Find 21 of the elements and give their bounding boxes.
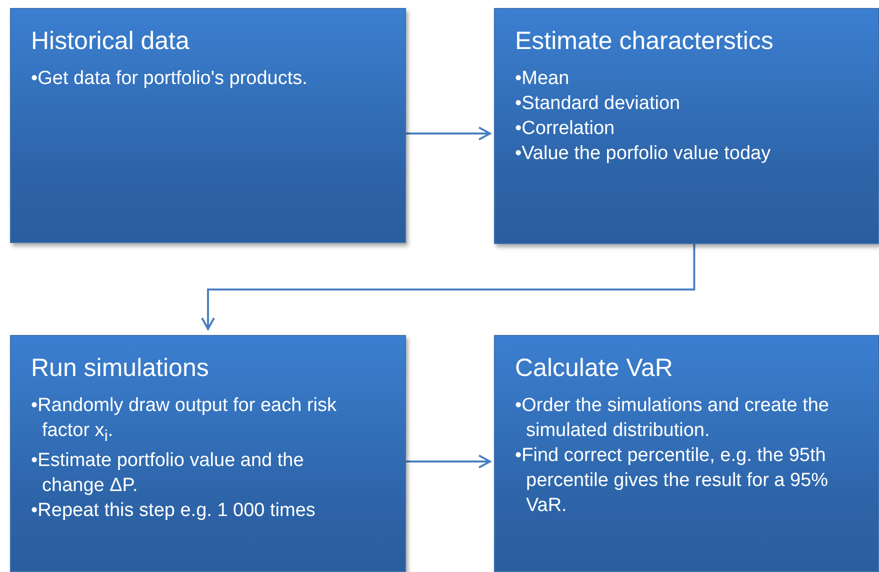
bullet-text: •Order the simulations and create the simulated distribution.: [515, 394, 830, 444]
bullet-text: •Repeat this step e.g. 1 000 times: [31, 498, 316, 523]
bullet-text: •Randomly draw output for each risk factor x$_{i}$.: [31, 394, 338, 447]
arrow: [406, 454, 491, 468]
box-title: Calculate VaR: [515, 354, 673, 383]
box-title: Run simulations: [31, 354, 209, 383]
box-title: Estimate characterstics: [515, 27, 774, 56]
arrow: [201, 244, 696, 330]
bullet-text: •Standard deviation: [515, 92, 682, 116]
bullet-text: •Estimate portfolio value and the change ΔP.: [31, 448, 305, 498]
arrow: [406, 126, 491, 140]
process-box: [10, 335, 406, 572]
process-box: [494, 335, 879, 572]
bullet-text: •Find correct percentile, e.g. the 95th percentile gives the result for a 95% VaR.: [515, 444, 830, 518]
bullet-text: •Get data for portfolio's products.: [31, 67, 308, 91]
process-box: [494, 8, 879, 244]
box-title: Historical data: [31, 27, 190, 56]
bullet-text: •Correlation: [515, 117, 616, 142]
bullet-text: •Value the porfolio value today: [515, 142, 772, 166]
process-box: [10, 8, 406, 243]
bullet-text: •Mean: [515, 67, 570, 91]
